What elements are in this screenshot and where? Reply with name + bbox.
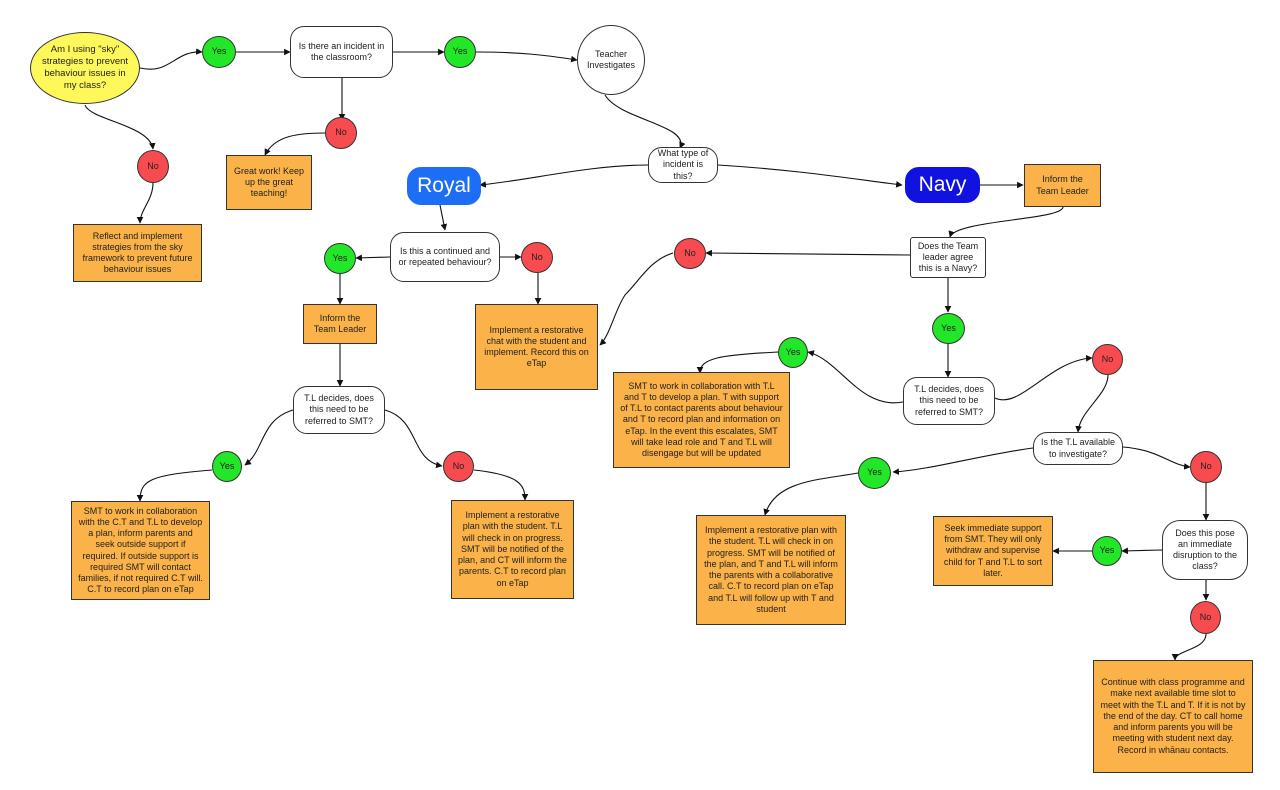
- yes-badge-available: Yes: [858, 457, 891, 489]
- smt-collaboration-royal-box: SMT to work in collaboration with the C.…: [71, 501, 210, 600]
- no-badge-smt-royal: No: [443, 451, 474, 482]
- no-badge-disruption: No: [1190, 601, 1221, 634]
- tl-available-question: Is the T.L available to investigate?: [1033, 432, 1123, 465]
- no-badge-repeated: No: [521, 242, 553, 273]
- smt-collaboration-navy-box: SMT to work in collaboration with T.L an…: [613, 372, 790, 468]
- no-badge-agree: No: [674, 238, 706, 269]
- seek-support-box: Seek immediate support from SMT. They wi…: [933, 516, 1053, 586]
- great-work-box: Great work! Keep up the great teaching!: [226, 155, 312, 210]
- incident-type-question: What type of incident is this?: [648, 147, 718, 183]
- yes-badge-smt-royal: Yes: [212, 451, 242, 482]
- navy-label: Navy: [905, 167, 980, 203]
- yes-badge-disruption: Yes: [1092, 536, 1122, 566]
- restorative-plan-royal-box: Implement a restorative plan with the st…: [451, 500, 574, 599]
- reflect-box: Reflect and implement strategies from th…: [73, 224, 202, 282]
- no-badge-available: No: [1190, 451, 1222, 483]
- inform-team-leader-navy-box: Inform the Team Leader: [1024, 164, 1101, 207]
- incident-question: Is there an incident in the classroom?: [290, 26, 393, 78]
- yes-badge-repeated: Yes: [324, 243, 356, 274]
- no-badge-smt-navy: No: [1092, 344, 1123, 375]
- inform-team-leader-royal-box: Inform the Team Leader: [303, 304, 377, 344]
- yes-badge-incident: Yes: [444, 36, 476, 68]
- disruption-question: Does this pose an immediate disruption t…: [1162, 520, 1248, 580]
- no-badge-incident: No: [325, 117, 357, 149]
- tl-agree-navy-question: Does the Team leader agree this is a Nav…: [910, 237, 986, 278]
- tl-decides-navy-question: T.L decides, does this need to be referr…: [903, 377, 995, 425]
- start-question: Am I using "sky" strategies to prevent b…: [30, 32, 140, 104]
- restorative-chat-box: Implement a restorative chat with the st…: [475, 304, 598, 390]
- yes-badge-smt-navy: Yes: [778, 337, 808, 368]
- royal-label: Royal: [407, 167, 481, 205]
- yes-badge-sky: Yes: [202, 36, 236, 68]
- no-badge-sky: No: [137, 150, 169, 183]
- restorative-plan-navy-box: Implement a restorative plan with the st…: [696, 515, 846, 625]
- continue-programme-box: Continue with class programme and make n…: [1093, 660, 1253, 773]
- repeated-behaviour-question: Is this a continued and or repeated beha…: [390, 232, 500, 282]
- tl-decides-royal-question: T.L decides, does this need to be referr…: [293, 386, 385, 434]
- teacher-investigates-node: Teacher Investigates: [577, 25, 645, 95]
- yes-badge-agree: Yes: [932, 313, 965, 344]
